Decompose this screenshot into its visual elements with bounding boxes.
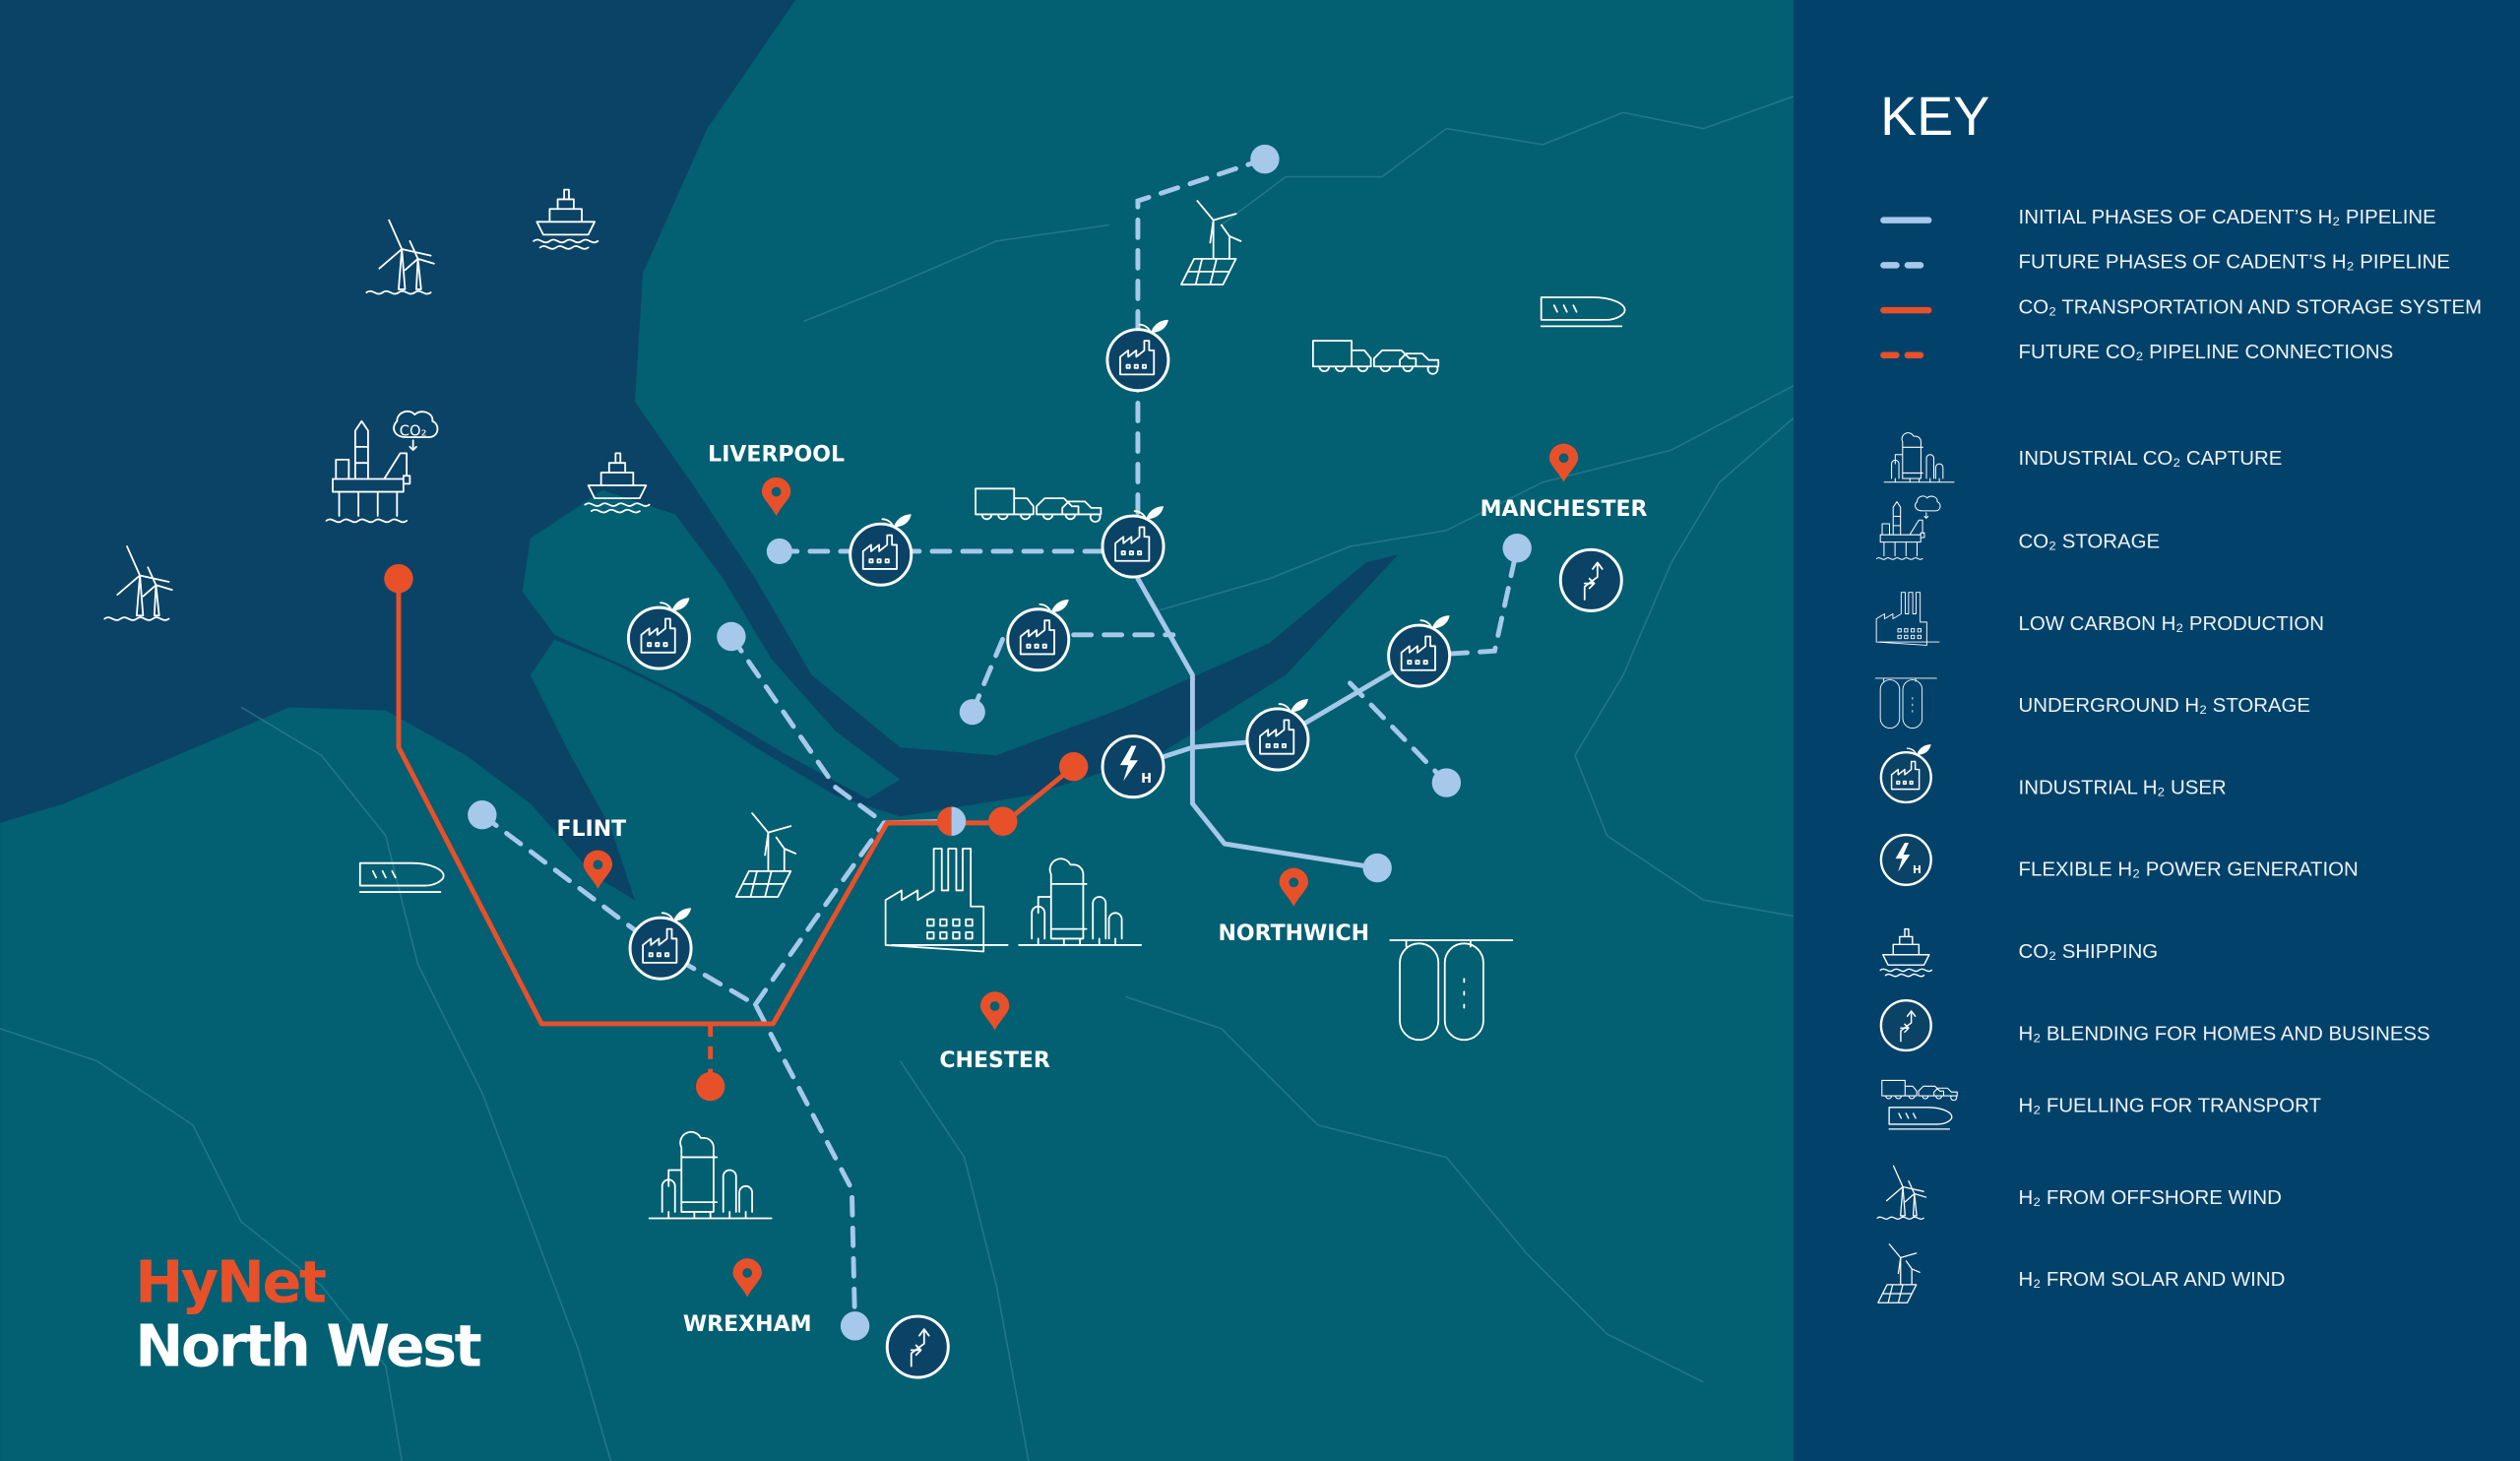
legend-label: UNDERGROUND H₂ STORAGE	[2019, 695, 2310, 717]
legend-label: H₂ FROM OFFSHORE WIND	[2019, 1187, 2282, 1209]
h2-future-pipelines	[479, 157, 1520, 1329]
co2-cloud-text: CO₂	[400, 422, 427, 439]
sea	[0, 0, 1399, 901]
city-label-chester: CHESTER	[939, 1048, 1050, 1073]
legend-label: INITIAL PHASES OF CADENT’S H₂ PIPELINE	[2019, 207, 2436, 228]
legend-label: FUTURE CO₂ PIPELINE CONNECTIONS	[2019, 342, 2394, 363]
legend-label: H₂ FUELLING FOR TRANSPORT	[2019, 1096, 2321, 1117]
city-label-flint: FLINT	[557, 817, 627, 842]
legend-label: INDUSTRIAL CO₂ CAPTURE	[2019, 448, 2283, 470]
blending-icon	[1558, 547, 1623, 612]
city-markers: LIVERPOOL MANCHESTER FLINT NORTHWICH CHE…	[557, 443, 1648, 1337]
key-panel: KEY INITIAL PHASES OF CADENT’S H₂ PIPELI…	[1794, 0, 2520, 1461]
power-generation-icon	[1101, 734, 1166, 799]
blending-icon	[1879, 998, 1932, 1052]
co2-nodes	[384, 564, 1089, 1102]
legend-label: CO₂ SHIPPING	[2019, 941, 2159, 963]
wirral-peninsula	[522, 489, 901, 799]
city-label-northwich: NORTHWICH	[1218, 921, 1369, 946]
legend-label: CO₂ STORAGE	[2019, 532, 2161, 553]
power-generation-icon	[1879, 833, 1932, 887]
city-label-liverpool: LIVERPOOL	[708, 443, 845, 468]
key-title: KEY	[1880, 86, 1989, 147]
legend-label: FLEXIBLE H₂ POWER GENERATION	[2019, 859, 2359, 881]
city-label-wrexham: WREXHAM	[683, 1312, 812, 1337]
legend-label: FUTURE PHASES OF CADENT’S H₂ PIPELINE	[2019, 252, 2450, 274]
blending-icon	[885, 1314, 950, 1379]
brand-north-west: North West	[135, 1312, 480, 1380]
legend-label: H₂ FROM SOLAR AND WIND	[2019, 1269, 2286, 1291]
brand-hynet: HyNet	[135, 1247, 326, 1315]
region-boundaries	[0, 95, 1795, 1461]
legend-label: CO₂ TRANSPORTATION AND STORAGE SYSTEM	[2019, 296, 2483, 318]
legend-label: INDUSTRIAL H₂ USER	[2019, 777, 2227, 798]
legend-label: LOW CARBON H₂ PRODUCTION	[2019, 613, 2324, 635]
h2-nodes	[468, 144, 1532, 1341]
city-label-manchester: MANCHESTER	[1480, 497, 1648, 522]
legend-label: H₂ BLENDING FOR HOMES AND BUSINESS	[2019, 1023, 2430, 1045]
